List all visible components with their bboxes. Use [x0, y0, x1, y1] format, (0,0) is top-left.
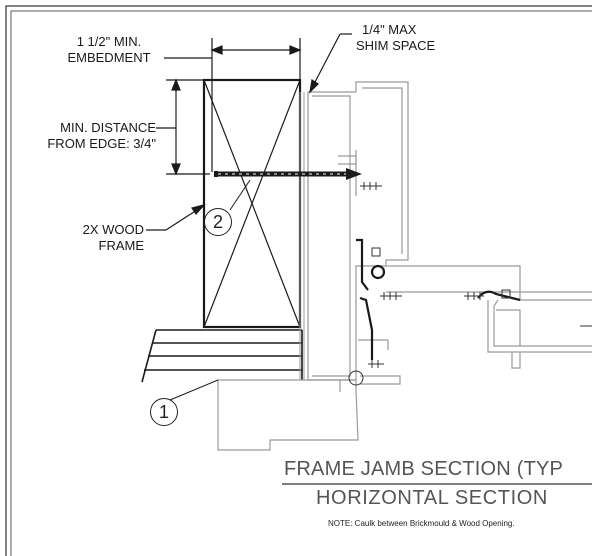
min-distance-label: MIN. DISTANCE FROM EDGE: 3/4": [14, 120, 156, 152]
embedment-line-2: EMBEDMENT: [67, 50, 151, 65]
shim-leader: [309, 33, 352, 94]
sill-lines: [141, 329, 303, 383]
embedment-dimension: [164, 38, 302, 172]
min-distance-line-1: MIN. DISTANCE: [60, 120, 156, 135]
embedment-label: 1 1/2" MIN. EMBEDMENT: [56, 34, 162, 66]
wood-frame-line-1: 2X WOOD: [82, 222, 144, 237]
callout-leaders: [169, 179, 251, 401]
wood-frame-leader: [146, 203, 206, 231]
shim-label: 1/4" MAX SHIM SPACE: [356, 22, 435, 54]
hardware-details: [348, 182, 592, 386]
window-frame: [217, 81, 592, 451]
sheet-border: [5, 5, 592, 556]
callout-2: 2: [204, 208, 232, 236]
wood-frame-line-2: FRAME: [98, 238, 145, 253]
shim-line-2: SHIM SPACE: [356, 38, 436, 53]
min-distance-line-2: FROM EDGE: 3/4": [47, 136, 156, 151]
sheet-inner-border: [10, 10, 592, 556]
weatherstrip: [356, 238, 521, 360]
min-distance-dimension: [156, 78, 210, 176]
section-title: FRAME JAMB SECTION (TYP: [284, 458, 564, 480]
shim-line-1: 1/4" MAX: [362, 22, 417, 37]
callout-1: 1: [150, 398, 178, 426]
caulk-note: NOTE: Caulk between Brickmould & Wood Op…: [328, 519, 515, 528]
section-subtitle: HORIZONTAL SECTION: [316, 487, 548, 509]
shim-lines: [299, 92, 305, 380]
screw: [214, 168, 362, 180]
embedment-line-1: 1 1/2" MIN.: [76, 34, 142, 49]
wood-stud: [202, 78, 302, 329]
wood-frame-label: 2X WOOD FRAME: [50, 222, 144, 254]
